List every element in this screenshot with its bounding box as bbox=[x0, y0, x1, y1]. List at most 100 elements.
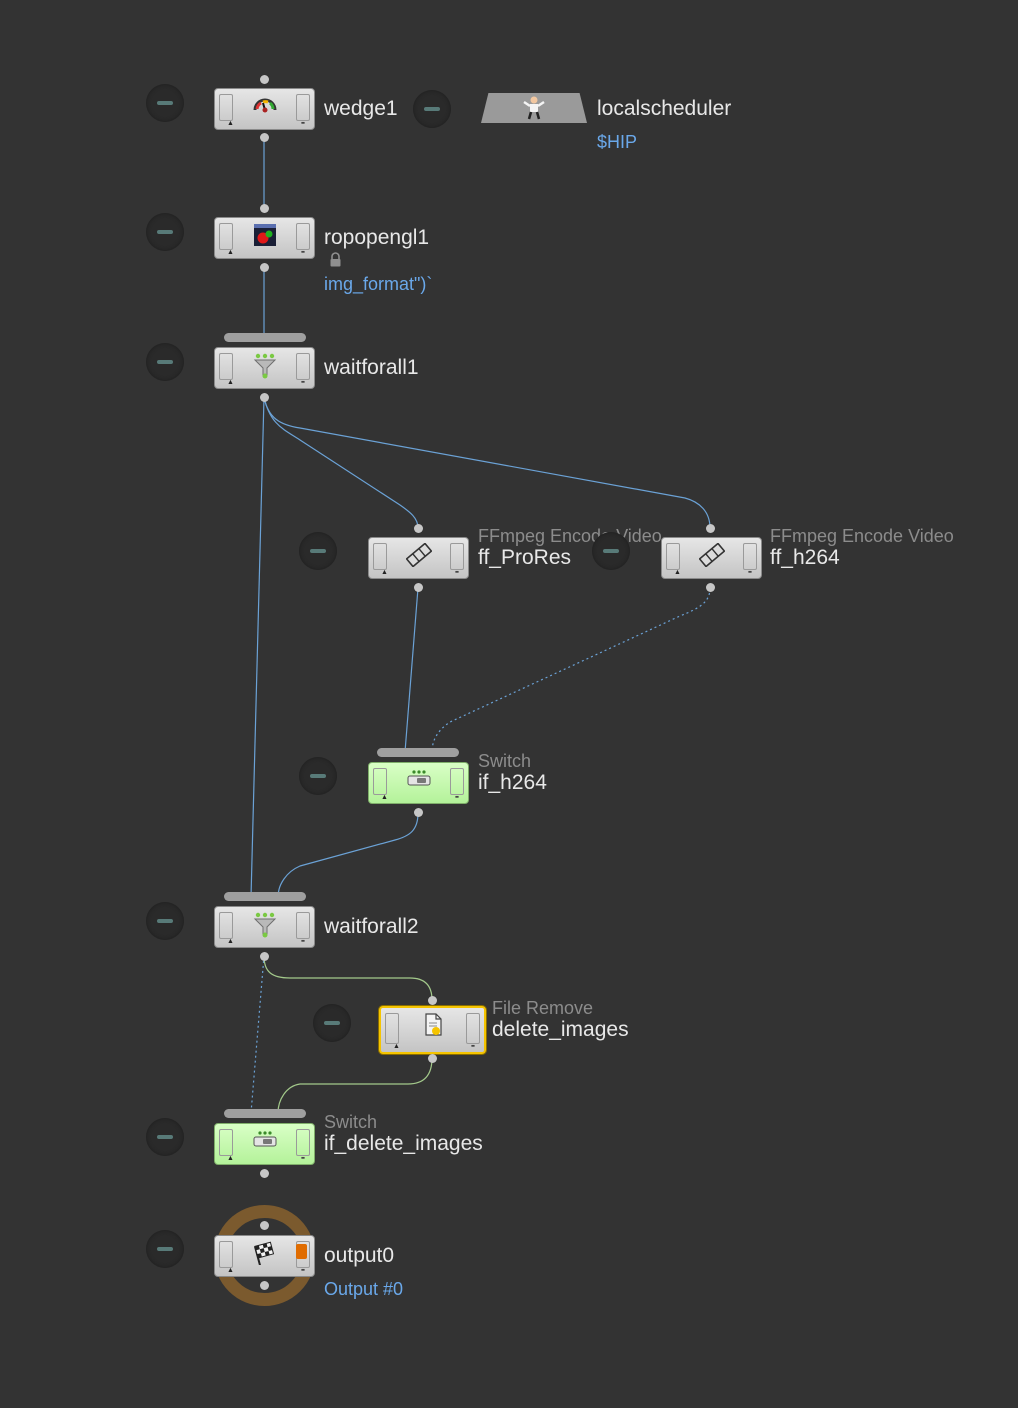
delete-images-left-flag[interactable] bbox=[385, 1013, 399, 1044]
waitforall1-name[interactable]: waitforall1 bbox=[324, 356, 419, 379]
if-h264-input-bar[interactable] bbox=[377, 748, 459, 757]
output0-name[interactable]: output0 bbox=[324, 1244, 395, 1267]
wedge1-right-flag[interactable] bbox=[296, 94, 310, 121]
film-strip-icon bbox=[698, 543, 725, 567]
waitforall1-node[interactable]: ▲ ▪▪ bbox=[214, 347, 315, 389]
output0-left-flag[interactable] bbox=[219, 1241, 233, 1268]
wedge1-flag-grid-icon: ▪▪ bbox=[301, 120, 305, 127]
if-h264-left-flag[interactable] bbox=[373, 768, 387, 795]
ff-h264-node[interactable]: ▲ ▪▪ bbox=[661, 537, 762, 579]
waitforall1-input-bar[interactable] bbox=[224, 333, 306, 342]
if-h264-flag-grid-icon: ▪▪ bbox=[455, 794, 459, 801]
ropopengl1-detail: img_format")` bbox=[324, 274, 433, 294]
ff-h264-right-flag[interactable] bbox=[743, 543, 757, 570]
switch-icon bbox=[407, 770, 430, 786]
ff-h264-input-port[interactable] bbox=[706, 524, 715, 533]
ff-prores-input-port[interactable] bbox=[414, 524, 423, 533]
funnel-icon bbox=[253, 353, 276, 379]
if-delete-images-output-port[interactable] bbox=[260, 1169, 269, 1178]
if-h264-node[interactable]: ▲ ▪▪ bbox=[368, 762, 469, 804]
ropopengl1-name[interactable]: ropopengl1 bbox=[324, 226, 430, 249]
ff-prores-name[interactable]: ff_ProRes bbox=[478, 546, 571, 569]
ff-prores-output-port[interactable] bbox=[414, 583, 423, 592]
waitforall2-bypass-toggle[interactable] bbox=[146, 902, 184, 940]
ropopengl1-left-flag[interactable] bbox=[219, 223, 233, 250]
delete-images-name[interactable]: delete_images bbox=[492, 1018, 629, 1041]
wedge1-bypass-toggle[interactable] bbox=[146, 84, 184, 122]
waitforall1-bypass-toggle[interactable] bbox=[146, 343, 184, 381]
output0-display-flag[interactable] bbox=[296, 1241, 310, 1268]
delete-images-bypass-toggle[interactable] bbox=[313, 1004, 351, 1042]
ff-h264-bypass-toggle[interactable] bbox=[592, 532, 630, 570]
ff-prores-right-flag[interactable] bbox=[450, 543, 464, 570]
ropopengl1-output-port[interactable] bbox=[260, 263, 269, 272]
waitforall1-flag-triangle-icon: ▲ bbox=[227, 379, 234, 386]
if-delete-images-type: Switch bbox=[324, 1112, 378, 1132]
delete-images-node[interactable]: ▲ ▪▪ bbox=[379, 1006, 486, 1054]
wedge1-node[interactable]: ▲ ▪▪ bbox=[214, 88, 315, 130]
delete-images-input-port[interactable] bbox=[428, 996, 437, 1005]
wire-ff-prores-if-h264 bbox=[404, 587, 419, 753]
if-delete-images-bypass-toggle[interactable] bbox=[146, 1118, 184, 1156]
delete-images-output-port[interactable] bbox=[428, 1054, 437, 1063]
wire-waitforall2-if-delete-images bbox=[250, 955, 265, 1114]
delete-images-right-flag[interactable] bbox=[466, 1013, 480, 1044]
ropopengl1-node[interactable]: ▲ ▪▪ bbox=[214, 217, 315, 259]
if-delete-images-name[interactable]: if_delete_images bbox=[324, 1132, 483, 1155]
ff-h264-flag-grid-icon: ▪▪ bbox=[748, 569, 752, 576]
ff-h264-name[interactable]: ff_h264 bbox=[770, 546, 840, 569]
if-delete-images-left-flag[interactable] bbox=[219, 1129, 233, 1156]
wedge1-left-flag[interactable] bbox=[219, 94, 233, 121]
waitforall1-right-flag[interactable] bbox=[296, 353, 310, 380]
wedge1-input-port[interactable] bbox=[260, 75, 269, 84]
waitforall2-name[interactable]: waitforall2 bbox=[324, 915, 419, 938]
wedge1-output-port[interactable] bbox=[260, 133, 269, 142]
ff-prores-type: FFmpeg Encode Video bbox=[478, 526, 662, 546]
output0-input-port[interactable] bbox=[260, 1221, 269, 1230]
if-h264-bypass-toggle[interactable] bbox=[299, 757, 337, 795]
output0-output-port[interactable] bbox=[260, 1281, 269, 1290]
waitforall2-left-flag[interactable] bbox=[219, 912, 233, 939]
waitforall2-right-flag[interactable] bbox=[296, 912, 310, 939]
waitforall2-output-port[interactable] bbox=[260, 952, 269, 961]
ropopengl1-flag-triangle-icon: ▲ bbox=[227, 249, 234, 256]
waitforall2-input-bar[interactable] bbox=[224, 892, 306, 901]
output0-bypass-toggle[interactable] bbox=[146, 1230, 184, 1268]
ropopengl1-input-port[interactable] bbox=[260, 204, 269, 213]
delete-images-flag-triangle-icon: ▲ bbox=[393, 1043, 400, 1050]
output0-node[interactable]: ▲ ▪▪ bbox=[214, 1235, 315, 1277]
if-h264-name[interactable]: if_h264 bbox=[478, 771, 547, 794]
wedge-gauge-icon bbox=[253, 98, 276, 113]
switch-icon bbox=[253, 1131, 276, 1147]
waitforall1-output-port[interactable] bbox=[260, 393, 269, 402]
wire-waitforall2-delete-images bbox=[263, 955, 433, 1001]
localscheduler-name[interactable]: localscheduler bbox=[597, 97, 732, 120]
if-delete-images-flag-grid-icon: ▪▪ bbox=[301, 1155, 305, 1162]
scheduler-figure-icon bbox=[523, 96, 545, 120]
ff-h264-flag-triangle-icon: ▲ bbox=[674, 569, 681, 576]
delete-images-type: File Remove bbox=[492, 998, 594, 1018]
if-delete-images-node[interactable]: ▲ ▪▪ bbox=[214, 1123, 315, 1165]
ff-prores-node[interactable]: ▲ ▪▪ bbox=[368, 537, 469, 579]
if-h264-type: Switch bbox=[478, 751, 532, 771]
if-h264-output-port[interactable] bbox=[414, 808, 423, 817]
wedge1-flag-triangle-icon: ▲ bbox=[227, 120, 234, 127]
ff-h264-output-port[interactable] bbox=[706, 583, 715, 592]
ropopengl1-right-flag[interactable] bbox=[296, 223, 310, 250]
ff-prores-flag-triangle-icon: ▲ bbox=[381, 569, 388, 576]
ff-h264-left-flag[interactable] bbox=[666, 543, 680, 570]
output0-flag-triangle-icon: ▲ bbox=[227, 1267, 234, 1274]
if-delete-images-right-flag[interactable] bbox=[296, 1129, 310, 1156]
ff-prores-left-flag[interactable] bbox=[373, 543, 387, 570]
ff-prores-bypass-toggle[interactable] bbox=[299, 532, 337, 570]
wedge1-name[interactable]: wedge1 bbox=[324, 97, 398, 120]
waitforall1-left-flag[interactable] bbox=[219, 353, 233, 380]
waitforall2-node[interactable]: ▲ ▪▪ bbox=[214, 906, 315, 948]
ropopengl1-bypass-toggle[interactable] bbox=[146, 213, 184, 251]
if-delete-images-input-bar[interactable] bbox=[224, 1109, 306, 1118]
if-h264-right-flag[interactable] bbox=[450, 768, 464, 795]
ff-h264-type: FFmpeg Encode Video bbox=[770, 526, 954, 546]
lock-icon bbox=[330, 252, 341, 267]
localscheduler-bypass-toggle[interactable] bbox=[413, 90, 451, 128]
